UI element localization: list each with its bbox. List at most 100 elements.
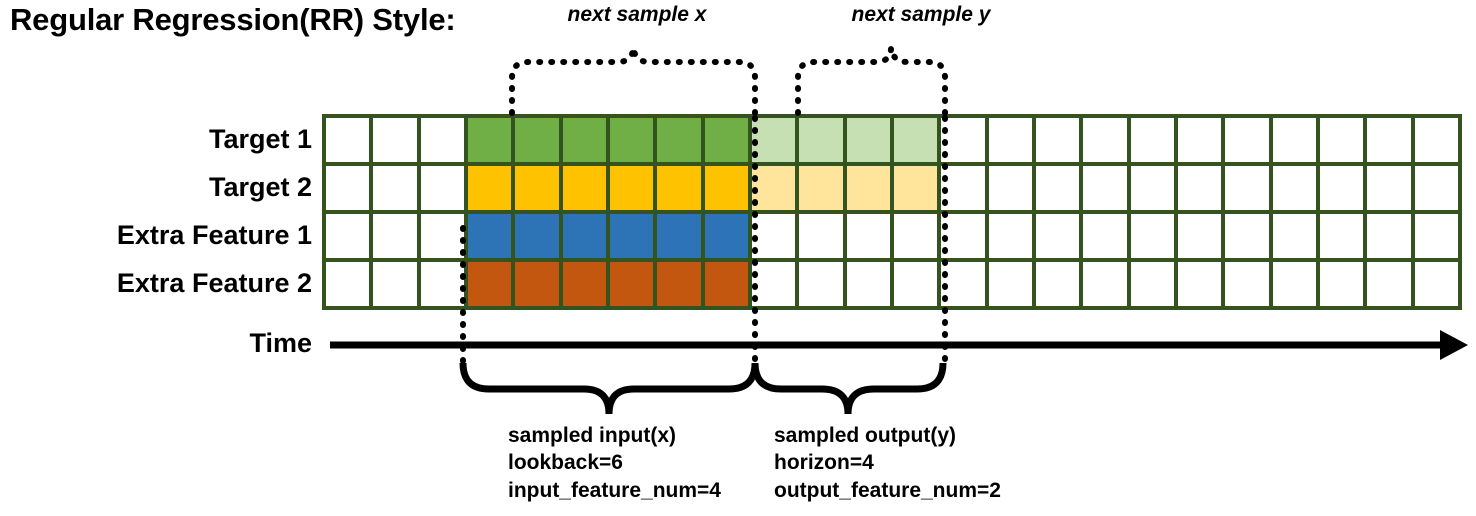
grid-cell-target-2-col-4: [467, 166, 512, 210]
grid-cell-target-1-col-12: [846, 118, 890, 162]
grid-cell-target-1-col-20: [1225, 118, 1269, 162]
grid-cell-target-2-col-11: [799, 166, 843, 210]
grid-cell-target-1-col-22: [1319, 118, 1364, 162]
sampled-input-line-3: input_feature_num=4: [508, 478, 721, 502]
grid-cell-extra-feature-2-col-4: [467, 262, 512, 306]
grid-cell-target-2-col-21: [1272, 166, 1316, 210]
top-brace-next-sample-y: [795, 45, 948, 116]
grid-cell-extra-feature-2-col-20: [1225, 262, 1269, 306]
sampled-input-line-2: lookback=6: [508, 451, 623, 475]
grid-cell-target-1-col-19: [1177, 118, 1222, 162]
grid-cell-extra-feature-1-col-16: [1035, 214, 1080, 258]
grid-cell-target-2-col-16: [1035, 166, 1080, 210]
grid-cell-extra-feature-1-col-7: [609, 214, 654, 258]
grid-cell-extra-feature-2-col-6: [562, 262, 606, 306]
timeline-grid: [322, 114, 1462, 310]
grid-cell-extra-feature-2-col-13: [893, 262, 938, 306]
grid-cell-target-2-col-19: [1177, 166, 1222, 210]
page-title: Regular Regression(RR) Style:: [10, 2, 456, 37]
row-label-target-2: Target 2: [208, 172, 312, 202]
sampled-output-line-1: sampled output(y): [774, 424, 956, 447]
grid-cell-extra-feature-1-col-14: [941, 214, 985, 258]
grid-cell-extra-feature-2-col-22: [1319, 262, 1364, 306]
grid-cell-target-1-col-10: [751, 118, 796, 162]
grid-cell-extra-feature-2-col-12: [846, 262, 890, 306]
grid-cell-target-2-col-6: [562, 166, 606, 210]
grid-cell-target-2-col-10: [751, 166, 796, 210]
grid-cell-extra-feature-1-col-17: [1083, 214, 1127, 258]
grid-cell-target-1-col-6: [562, 118, 606, 162]
row-label-extra-feature-1: Extra Feature 1: [116, 220, 312, 250]
grid-cell-target-1-col-17: [1083, 118, 1127, 162]
grid-cell-extra-feature-2-col-5: [515, 262, 559, 306]
grid-cell-target-1-col-21: [1272, 118, 1316, 162]
grid-cell-extra-feature-1-col-9: [704, 214, 748, 258]
grid-cell-extra-feature-2-col-17: [1083, 262, 1127, 306]
annotation-sampled-output: sampled output(y) horizon=4 output_featu…: [774, 422, 1001, 504]
grid-cell-target-1-col-3: [420, 118, 464, 162]
grid-cell-extra-feature-2-col-19: [1177, 262, 1222, 306]
grid-cell-target-1-col-2: [373, 118, 417, 162]
grid-cell-target-2-col-8: [657, 166, 701, 210]
grid-cell-target-2-col-12: [846, 166, 890, 210]
grid-cell-target-2-col-15: [988, 166, 1032, 210]
grid-cell-extra-feature-1-col-24: [1414, 214, 1458, 258]
grid-cell-target-1-col-4: [467, 118, 512, 162]
grid-cell-extra-feature-2-col-1: [326, 262, 370, 306]
grid-cell-extra-feature-2-col-3: [420, 262, 464, 306]
grid-cell-target-2-col-18: [1130, 166, 1174, 210]
sampled-output-line-3: output_feature_num=2: [774, 478, 1001, 502]
bottom-brace-sampled-input: [459, 362, 759, 415]
grid-cell-extra-feature-2-col-16: [1035, 262, 1080, 306]
grid-cell-extra-feature-1-col-12: [846, 214, 890, 258]
grid-cell-extra-feature-2-col-2: [373, 262, 417, 306]
grid-cell-extra-feature-1-col-11: [799, 214, 843, 258]
annotation-sampled-input: sampled input(x) lookback=6 input_featur…: [508, 422, 721, 504]
timeline-grid-container: [322, 114, 1462, 310]
grid-cell-extra-feature-1-col-2: [373, 214, 417, 258]
grid-cell-extra-feature-2-col-11: [799, 262, 843, 306]
grid-cell-target-2-col-9: [704, 166, 748, 210]
grid-cell-extra-feature-1-col-22: [1319, 214, 1364, 258]
grid-cell-target-1-col-24: [1414, 118, 1458, 162]
grid-cell-extra-feature-2-col-10: [751, 262, 796, 306]
sampled-input-line-1: sampled input(x): [508, 424, 677, 447]
grid-cell-target-1-col-16: [1035, 118, 1080, 162]
grid-cell-extra-feature-1-col-3: [420, 214, 464, 258]
grid-cell-extra-feature-1-col-1: [326, 214, 370, 258]
grid-cell-target-2-col-5: [515, 166, 559, 210]
time-axis-arrow: [330, 330, 1468, 360]
grid-cell-target-2-col-24: [1414, 166, 1458, 210]
grid-cell-extra-feature-1-col-18: [1130, 214, 1174, 258]
time-axis-label: Time: [249, 328, 312, 358]
grid-cell-extra-feature-1-col-21: [1272, 214, 1316, 258]
grid-cell-target-2-col-1: [326, 166, 370, 210]
grid-cell-extra-feature-1-col-15: [988, 214, 1032, 258]
annotation-next-sample-x: next sample x: [567, 3, 707, 26]
row-label-target-1: Target 1: [208, 124, 312, 154]
grid-cell-target-2-col-23: [1367, 166, 1411, 210]
grid-cell-extra-feature-2-col-24: [1414, 262, 1458, 306]
grid-cell-extra-feature-1-col-4: [467, 214, 512, 258]
annotation-next-sample-y: next sample y: [851, 3, 991, 26]
grid-cell-target-2-col-3: [420, 166, 464, 210]
grid-cell-target-2-col-20: [1225, 166, 1269, 210]
grid-cell-target-2-col-2: [373, 166, 417, 210]
grid-cell-target-2-col-17: [1083, 166, 1127, 210]
grid-cell-target-1-col-1: [326, 118, 370, 162]
grid-cell-extra-feature-2-col-23: [1367, 262, 1411, 306]
row-label-extra-feature-2: Extra Feature 2: [116, 268, 312, 298]
grid-cell-target-1-col-23: [1367, 118, 1411, 162]
grid-cell-target-1-col-13: [893, 118, 938, 162]
grid-cell-target-2-col-22: [1319, 166, 1364, 210]
grid-cell-extra-feature-1-col-5: [515, 214, 559, 258]
grid-cell-extra-feature-1-col-23: [1367, 214, 1411, 258]
grid-cell-extra-feature-2-col-9: [704, 262, 748, 306]
grid-cell-extra-feature-2-col-8: [657, 262, 701, 306]
grid-cell-extra-feature-1-col-13: [893, 214, 938, 258]
grid-cell-target-1-col-9: [704, 118, 748, 162]
grid-cell-target-1-col-8: [657, 118, 701, 162]
grid-cell-extra-feature-2-col-14: [941, 262, 985, 306]
grid-cell-target-1-col-15: [988, 118, 1032, 162]
